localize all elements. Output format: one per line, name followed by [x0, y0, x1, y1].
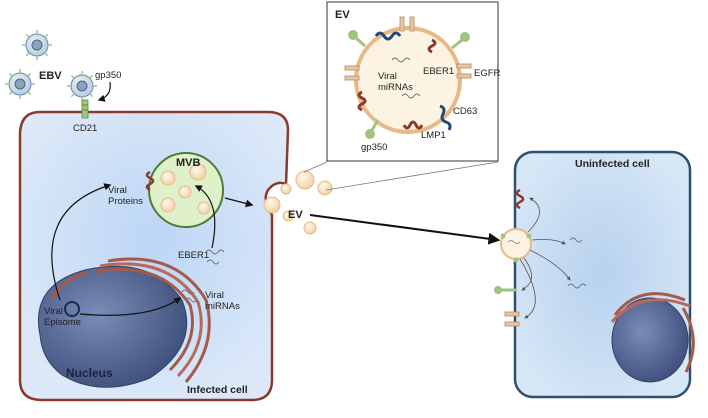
inset-eber1-label: EBER1 — [423, 66, 454, 77]
mvb-label: MVB — [176, 157, 201, 169]
mirna-wave — [184, 297, 198, 303]
gp350-spike — [25, 33, 30, 38]
mirna-wave — [567, 283, 587, 289]
gp350-spike — [70, 74, 75, 79]
docking-ev — [500, 228, 532, 260]
lmp1-protein — [357, 90, 367, 112]
eber1-wave — [206, 259, 220, 265]
arrow-ev-to-uninfected — [309, 214, 501, 245]
gp350-protein — [365, 119, 380, 139]
uptake-arrow — [521, 257, 532, 291]
inset-gp350-label: gp350 — [361, 142, 387, 153]
uptake-arrow — [531, 239, 566, 245]
arrow-episome-to-mirnas — [79, 297, 182, 316]
egfr-protein — [344, 16, 472, 81]
infected-cell-label: Infected cell — [187, 384, 248, 396]
ev-mirna-wave — [391, 57, 411, 63]
gp350-spike — [8, 72, 13, 77]
egfr-receptor — [504, 311, 520, 327]
inset-cd63-label: CD63 — [453, 106, 477, 117]
uninfected-cell-label: Uninfected cell — [575, 158, 650, 170]
gp350-spike — [27, 91, 32, 96]
arrow-eber1-to-mvb — [194, 185, 216, 249]
lmp1-protein — [515, 188, 525, 210]
mirna-wave — [181, 289, 195, 295]
zoom-guide — [303, 161, 328, 173]
mvb: MVB — [145, 152, 224, 228]
ev-mirna-wave — [401, 93, 421, 99]
eber1-wave — [205, 249, 225, 255]
gp350-spike — [44, 33, 49, 38]
gp350-spike — [89, 93, 94, 98]
ebv-virion — [8, 72, 32, 96]
cd63-protein — [439, 104, 452, 131]
ebv-virion — [25, 33, 49, 57]
budding-pocket — [263, 196, 281, 214]
gp350-spike — [89, 74, 94, 79]
nucleus-label: Nucleus — [66, 366, 113, 380]
ebv-label: EBV — [39, 70, 62, 82]
lmp1-protein — [402, 120, 424, 130]
mirna-wave — [569, 237, 583, 243]
ebv-virion — [70, 74, 94, 98]
gp350-spike — [25, 52, 30, 57]
arrow-episome-to-proteins — [51, 183, 112, 301]
uninfected-cell: Uninfected cell — [494, 150, 695, 399]
viral-episome-circle — [64, 301, 80, 317]
zoom-guide — [325, 161, 499, 191]
uptake-arrow — [519, 258, 536, 319]
inset-lmp1-label: LMP1 — [421, 130, 446, 141]
gp350-protein — [348, 30, 366, 48]
gp350-receptor — [494, 286, 516, 294]
released-evs — [280, 170, 333, 235]
ebv-viruses: EBV gp350 — [5, 30, 121, 102]
eber1-cell-label: EBER1 — [178, 250, 209, 261]
gp350-protein — [451, 32, 470, 50]
gp350-spike — [44, 52, 49, 57]
cd21-receptor: CD21 — [73, 99, 97, 134]
gp350-top-label: gp350 — [95, 70, 121, 81]
uptake-arrow — [529, 249, 571, 281]
inset-title: EV — [335, 9, 350, 21]
gp350-spike — [27, 72, 32, 77]
inset-egfr-label: EGFR — [474, 68, 501, 79]
entry-arrow — [97, 81, 111, 102]
ev-membrane — [354, 26, 462, 134]
cd63-protein — [374, 31, 402, 41]
ev-center-label: EV — [288, 209, 303, 221]
gp350-spike — [70, 93, 75, 98]
arrow-mvb-to-membrane — [224, 197, 254, 208]
gp350-spike — [8, 91, 13, 96]
lmp1-protein — [427, 38, 437, 54]
cd21-label: CD21 — [73, 123, 97, 134]
uptake-arrow — [527, 197, 540, 233]
